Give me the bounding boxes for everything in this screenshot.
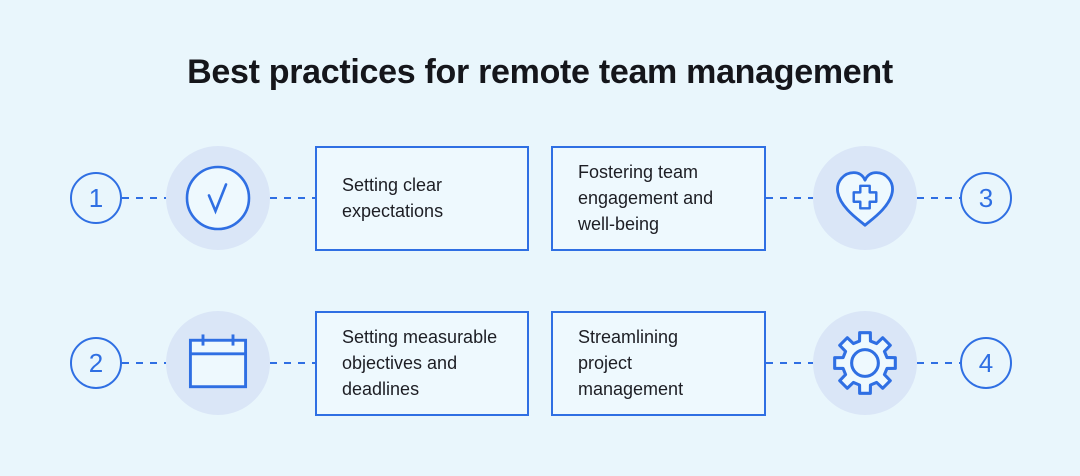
check-icon	[185, 165, 251, 231]
icon-bubble	[166, 146, 270, 250]
icon-bubble	[166, 311, 270, 415]
practice-label: Setting measurable objectives and deadli…	[342, 327, 498, 399]
step-number-badge: 4	[960, 337, 1012, 389]
dashed-connector	[917, 361, 960, 365]
calendar-icon	[188, 334, 248, 389]
dashed-connector	[766, 196, 813, 200]
diagram-row-2: 2 Setting measurable objectives and dead…	[0, 310, 1080, 416]
icon-bubble	[813, 146, 917, 250]
practice-label: Fostering team engagement and well-being	[578, 162, 714, 234]
practice-box: Setting measurable objectives and deadli…	[315, 310, 529, 416]
dashed-connector	[766, 361, 813, 365]
step-number-badge: 2	[70, 337, 122, 389]
practice-label: Setting clear expectations	[342, 175, 444, 221]
step-number: 1	[88, 182, 104, 213]
practice-box: Streamlining project management	[551, 310, 766, 416]
page-title: Best practices for remote team managemen…	[187, 53, 893, 91]
dashed-connector	[270, 361, 315, 365]
practice-label: Streamlining project management	[578, 327, 684, 399]
step-number: 2	[88, 347, 104, 378]
dashed-connector	[122, 361, 166, 365]
practice-box: Setting clear expectations	[315, 145, 529, 251]
practice-box: Fostering team engagement and well-being	[551, 145, 766, 251]
heart-plus-icon	[836, 171, 894, 227]
dashed-connector	[122, 196, 166, 200]
dashed-connector	[270, 196, 315, 200]
dashed-connector	[917, 196, 960, 200]
step-number: 4	[978, 347, 994, 378]
diagram-row-1: 1 Setting clear expectations Fostering t…	[0, 145, 1080, 251]
gear-icon	[833, 331, 897, 395]
step-number-badge: 1	[70, 172, 122, 224]
step-number-badge: 3	[960, 172, 1012, 224]
icon-bubble	[813, 311, 917, 415]
step-number: 3	[978, 182, 994, 213]
